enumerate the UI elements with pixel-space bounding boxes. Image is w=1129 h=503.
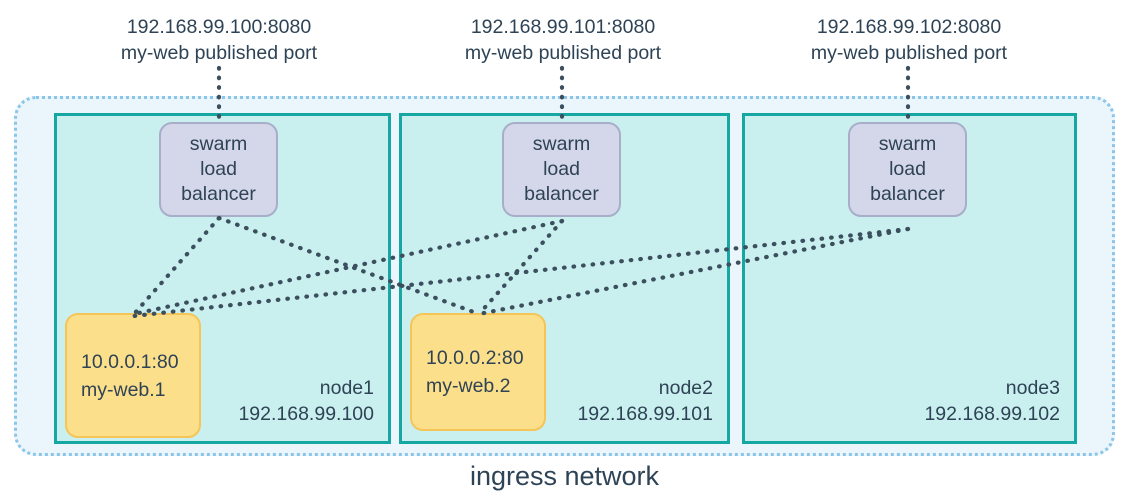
lb-label-line3-node2: balancer xyxy=(524,183,599,205)
published-port-label-node3: 192.168.99.102:8080 my-web published por… xyxy=(793,14,1025,66)
node-name-node3: node3 xyxy=(1005,377,1060,399)
published-port-label-node2: 192.168.99.101:8080 my-web published por… xyxy=(447,14,679,66)
task-name-my-web-2: my-web.2 xyxy=(426,375,511,397)
node-ip-node3: 192.168.99.102 xyxy=(924,403,1060,425)
swarm-load-balancer-node2: swarm load balancer xyxy=(502,122,621,217)
lb-label-line2-node3: load xyxy=(889,158,926,180)
node-name-node1: node1 xyxy=(319,377,374,399)
lb-label-line3-node3: balancer xyxy=(870,183,945,205)
published-port-description-node3: my-web published port xyxy=(810,42,1008,64)
lb-label-line3-node1: balancer xyxy=(181,183,256,205)
node-ip-node2: 192.168.99.101 xyxy=(577,403,713,425)
ingress-network-title: ingress network xyxy=(469,461,660,491)
published-port-address-node1: 192.168.99.100:8080 xyxy=(126,16,312,38)
published-port-description-node1: my-web published port xyxy=(120,42,318,64)
node-caption-node3: node3 192.168.99.102 xyxy=(924,375,1060,427)
task-name-my-web-1: my-web.1 xyxy=(81,378,166,401)
published-port-label-node1: 192.168.99.100:8080 my-web published por… xyxy=(103,14,335,66)
published-port-address-node3: 192.168.99.102:8080 xyxy=(816,16,1002,38)
task-container-my-web-1: 10.0.0.1:80 my-web.1 xyxy=(65,313,201,438)
node-caption-node1: node1 192.168.99.100 xyxy=(238,375,374,427)
swarm-load-balancer-node1: swarm load balancer xyxy=(159,122,278,217)
task-address-my-web-1: 10.0.0.1:80 xyxy=(81,350,179,373)
published-port-address-node2: 192.168.99.101:8080 xyxy=(470,16,656,38)
task-address-my-web-2: 10.0.0.2:80 xyxy=(426,347,524,369)
lb-label-line1-node2: swarm xyxy=(532,133,591,155)
node-name-node2: node2 xyxy=(658,377,713,399)
lb-label-line1-node1: swarm xyxy=(189,133,248,155)
published-port-description-node2: my-web published port xyxy=(464,42,662,64)
swarm-load-balancer-node3: swarm load balancer xyxy=(848,122,967,217)
node-ip-node1: 192.168.99.100 xyxy=(238,403,374,425)
node-caption-node2: node2 192.168.99.101 xyxy=(577,375,713,427)
lb-label-line2-node2: load xyxy=(543,158,580,180)
lb-label-line2-node1: load xyxy=(200,158,237,180)
task-container-my-web-2: 10.0.0.2:80 my-web.2 xyxy=(410,313,546,431)
lb-label-line1-node3: swarm xyxy=(878,133,937,155)
